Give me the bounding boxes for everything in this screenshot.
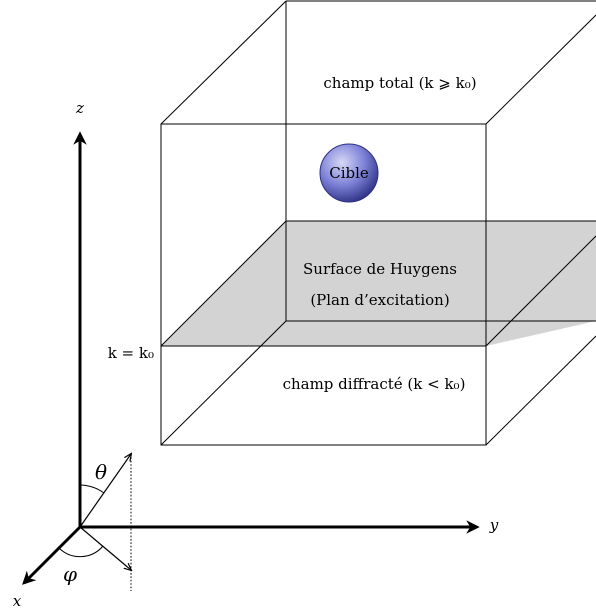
incidence-vector — [79, 454, 131, 528]
phi-label: φ — [63, 562, 77, 586]
huygens-plane-outline — [160, 220, 596, 347]
huygens-plane — [161, 221, 596, 346]
phi-arc — [58, 545, 104, 558]
z-axis-label: z — [75, 99, 84, 117]
theta-label: θ — [95, 460, 107, 484]
projection-vector — [79, 526, 131, 570]
target-sphere — [319, 143, 379, 203]
theta-arc — [79, 484, 105, 494]
excitation-plane-label: (Plan d’excitation) — [310, 291, 449, 309]
x-axis — [22, 525, 82, 585]
scattered-field-label: champ diffracté (k < k₀) — [283, 375, 466, 393]
surface-level-label: k = k₀ — [108, 344, 154, 362]
total-field-label: champ total (k ⩾ k₀) — [323, 74, 476, 92]
huygens-surface-label: Surface de Huygens — [303, 260, 457, 278]
y-axis-label: y — [489, 516, 499, 534]
coordinate-axes — [22, 131, 480, 585]
box-frame — [160, 0, 596, 446]
x-axis-label: x — [13, 592, 22, 610]
target-label: Cible — [329, 164, 369, 182]
